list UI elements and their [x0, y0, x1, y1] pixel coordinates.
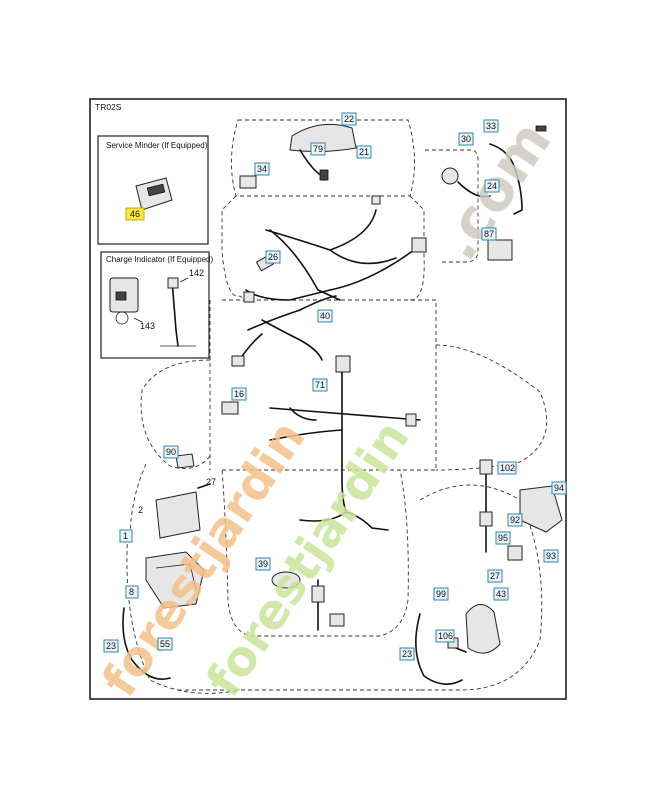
dash-harness	[239, 123, 547, 261]
callout-99: 99	[433, 587, 449, 601]
right-side-parts	[415, 459, 563, 685]
svg-text:27: 27	[206, 477, 216, 487]
part-16	[221, 401, 239, 415]
callout-102: 102	[497, 461, 517, 475]
callout-143: 143	[140, 321, 155, 331]
callout-55: 55	[157, 637, 173, 651]
callout-22: 22	[341, 112, 357, 126]
svg-text:1: 1	[123, 531, 128, 541]
svg-text:94: 94	[554, 483, 564, 493]
diagram-frame	[89, 98, 567, 700]
callout-95: 95	[495, 531, 511, 545]
part-87	[487, 239, 513, 261]
svg-text:16: 16	[234, 389, 244, 399]
callout-24: 24	[484, 179, 500, 193]
battery-tray	[145, 551, 205, 609]
callout-142: 142	[189, 268, 204, 278]
svg-text:21: 21	[359, 147, 369, 157]
callout-93: 93	[543, 549, 559, 563]
charge-indicator-title: Charge Indicator (If Equipped)	[106, 255, 214, 264]
svg-text:27: 27	[490, 571, 500, 581]
svg-text:46: 46	[130, 209, 140, 219]
svg-text:142: 142	[189, 268, 204, 278]
svg-text:87: 87	[484, 229, 494, 239]
callout-21: 21	[356, 145, 372, 159]
charge-indicator-inset: Charge Indicator (If Equipped)	[100, 251, 214, 359]
svg-text:2: 2	[138, 505, 143, 515]
svg-text:90: 90	[166, 447, 176, 457]
svg-text:71: 71	[315, 380, 325, 390]
svg-text:55: 55	[160, 639, 170, 649]
center-harness	[269, 355, 421, 531]
callout-71: 71	[312, 378, 328, 392]
svg-text:106: 106	[438, 631, 453, 641]
callout-23a: 23	[103, 639, 119, 653]
callout-90: 90	[163, 445, 179, 459]
tractor-outline	[126, 119, 548, 694]
diagram-id: TR02S	[95, 102, 122, 112]
key-switch	[441, 167, 459, 185]
callouts: 46 142 143 22 79 21 34 30 33 24 87 26 40…	[103, 112, 567, 661]
svg-text:33: 33	[486, 121, 496, 131]
callout-94: 94	[551, 481, 567, 495]
callout-33: 33	[483, 119, 499, 133]
service-minder-title: Service Minder (If Equipped)	[106, 141, 208, 150]
part-43	[465, 604, 501, 654]
callout-26: 26	[265, 250, 281, 264]
svg-text:8: 8	[129, 587, 134, 597]
svg-text:43: 43	[496, 589, 506, 599]
callout-79: 79	[310, 142, 326, 156]
svg-text:22: 22	[344, 114, 354, 124]
battery-area	[122, 453, 211, 680]
callout-40: 40	[317, 309, 333, 323]
main-harness	[221, 209, 427, 415]
part-34	[239, 175, 257, 189]
callout-16: 16	[231, 387, 247, 401]
callout-23b: 23	[399, 647, 415, 661]
callout-30: 30	[458, 132, 474, 146]
callout-2: 2	[138, 505, 143, 515]
svg-text:30: 30	[461, 134, 471, 144]
callout-34: 34	[254, 162, 270, 176]
svg-text:34: 34	[257, 164, 267, 174]
pto-area	[271, 571, 345, 631]
callout-43: 43	[493, 587, 509, 601]
callout-27a: 27	[206, 477, 216, 487]
svg-text:23: 23	[402, 649, 412, 659]
svg-text:40: 40	[320, 311, 330, 321]
svg-text:24: 24	[487, 181, 497, 191]
callout-1: 1	[119, 529, 133, 543]
svg-text:26: 26	[268, 252, 278, 262]
callout-27b: 27	[487, 569, 503, 583]
svg-text:95: 95	[498, 533, 508, 543]
callout-39: 39	[255, 557, 271, 571]
svg-text:23: 23	[106, 641, 116, 651]
svg-text:79: 79	[313, 144, 323, 154]
callout-92: 92	[507, 513, 523, 527]
callout-8: 8	[125, 585, 139, 599]
callout-106: 106	[435, 629, 455, 643]
battery	[155, 491, 201, 539]
svg-text:39: 39	[258, 559, 268, 569]
callout-87: 87	[481, 227, 497, 241]
service-minder-inset: Service Minder (If Equipped)	[97, 135, 209, 245]
part-90	[175, 453, 195, 469]
part-39	[271, 571, 301, 589]
svg-text:92: 92	[510, 515, 520, 525]
svg-text:93: 93	[546, 551, 556, 561]
callout-46: 46	[125, 207, 145, 221]
svg-text:99: 99	[436, 589, 446, 599]
svg-text:102: 102	[500, 463, 515, 473]
svg-text:143: 143	[140, 321, 155, 331]
part-95	[507, 545, 523, 561]
